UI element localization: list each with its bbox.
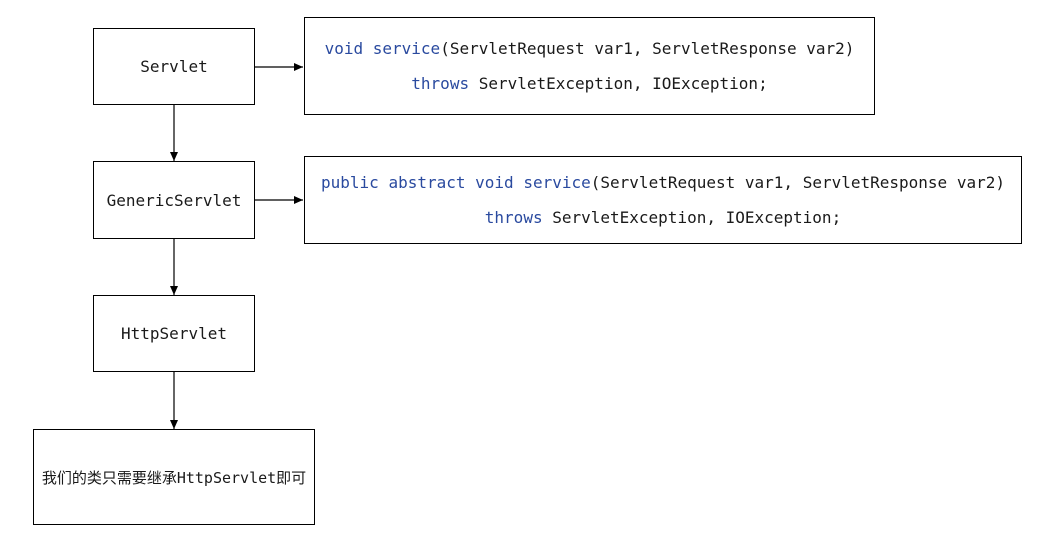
generic-servlet-label: GenericServlet [106, 190, 242, 210]
generic-signature-line-2: throws ServletException, IOException; [485, 200, 841, 235]
code-text: ServletException, IOException; [542, 208, 842, 227]
generic-service-signature: public abstract void service(ServletRequ… [304, 156, 1022, 244]
keyword: service [372, 39, 441, 58]
keyword: void [324, 39, 364, 58]
note-label: 我们的类只需要继承HttpServlet即可 [41, 468, 307, 487]
keyword: abstract [388, 173, 466, 192]
servlet-signature-line-2: throws ServletException, IOException; [411, 66, 767, 101]
code-text: (ServletRequest var1, ServletResponse va… [590, 173, 1005, 192]
keyword: void [475, 173, 514, 192]
keyword: public [321, 173, 379, 192]
code-text: (ServletRequest var1, ServletResponse va… [440, 39, 855, 58]
code-text: ServletException, IOException; [469, 74, 768, 93]
http-servlet-node: HttpServlet [93, 295, 255, 372]
keyword: throws [411, 74, 470, 93]
keyword: throws [484, 208, 543, 227]
note-node: 我们的类只需要继承HttpServlet即可 [33, 429, 315, 525]
generic-signature-line-1: public abstract void service(ServletRequ… [321, 165, 1005, 200]
servlet-signature-line-1: void service(ServletRequest var1, Servle… [325, 31, 855, 66]
generic-servlet-node: GenericServlet [93, 161, 255, 239]
servlet-label: Servlet [140, 57, 208, 76]
servlet-node: Servlet [93, 28, 255, 105]
http-servlet-label: HttpServlet [121, 324, 227, 343]
keyword: service [523, 173, 591, 192]
servlet-service-signature: void service(ServletRequest var1, Servle… [304, 17, 875, 115]
